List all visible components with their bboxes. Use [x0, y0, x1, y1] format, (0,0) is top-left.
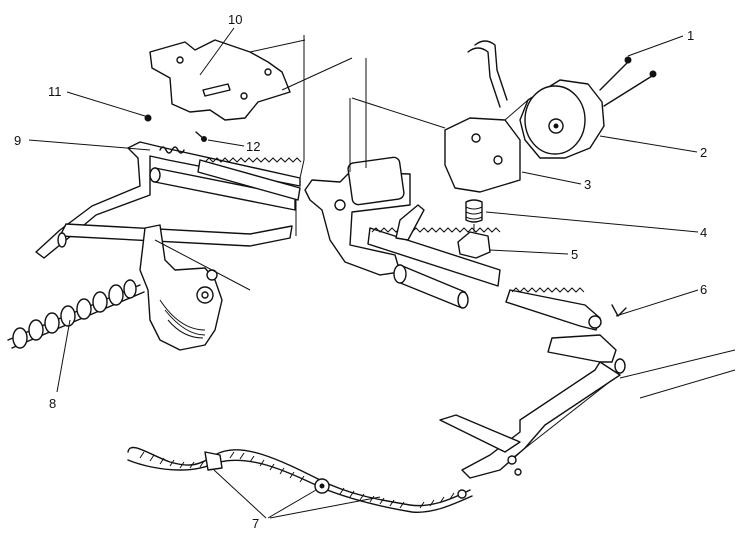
callout-7: 7: [252, 516, 259, 531]
screw-11: [144, 114, 152, 122]
cable-7: [127, 446, 473, 513]
screw-12: [195, 131, 207, 142]
callout-5: 5: [571, 247, 578, 262]
center-frame: [304, 58, 446, 276]
cable-8: [7, 279, 145, 349]
right-rack: [367, 204, 501, 309]
motor-assembly: [444, 40, 657, 193]
callout-4: 4: [700, 225, 707, 240]
callout-9: 9: [14, 133, 21, 148]
bracket-plate: [149, 39, 353, 121]
carrier-assembly: [139, 224, 251, 351]
right-lower-assembly: [439, 287, 736, 479]
callout-8: 8: [49, 396, 56, 411]
callout-6: 6: [700, 282, 707, 297]
callout-2: 2: [700, 145, 707, 160]
callout-12: 12: [246, 139, 260, 154]
callout-3: 3: [584, 177, 591, 192]
callout-10: 10: [228, 12, 242, 27]
callout-1: 1: [687, 28, 694, 43]
callout-11: 11: [48, 84, 62, 99]
spring-4: [465, 199, 483, 223]
leader-lines: [28, 27, 699, 519]
callout-labels: 1 2 3 4 5 6 7 8 9 10 11 12: [14, 12, 707, 531]
clip-5: [457, 224, 491, 259]
left-frame: [35, 35, 305, 259]
